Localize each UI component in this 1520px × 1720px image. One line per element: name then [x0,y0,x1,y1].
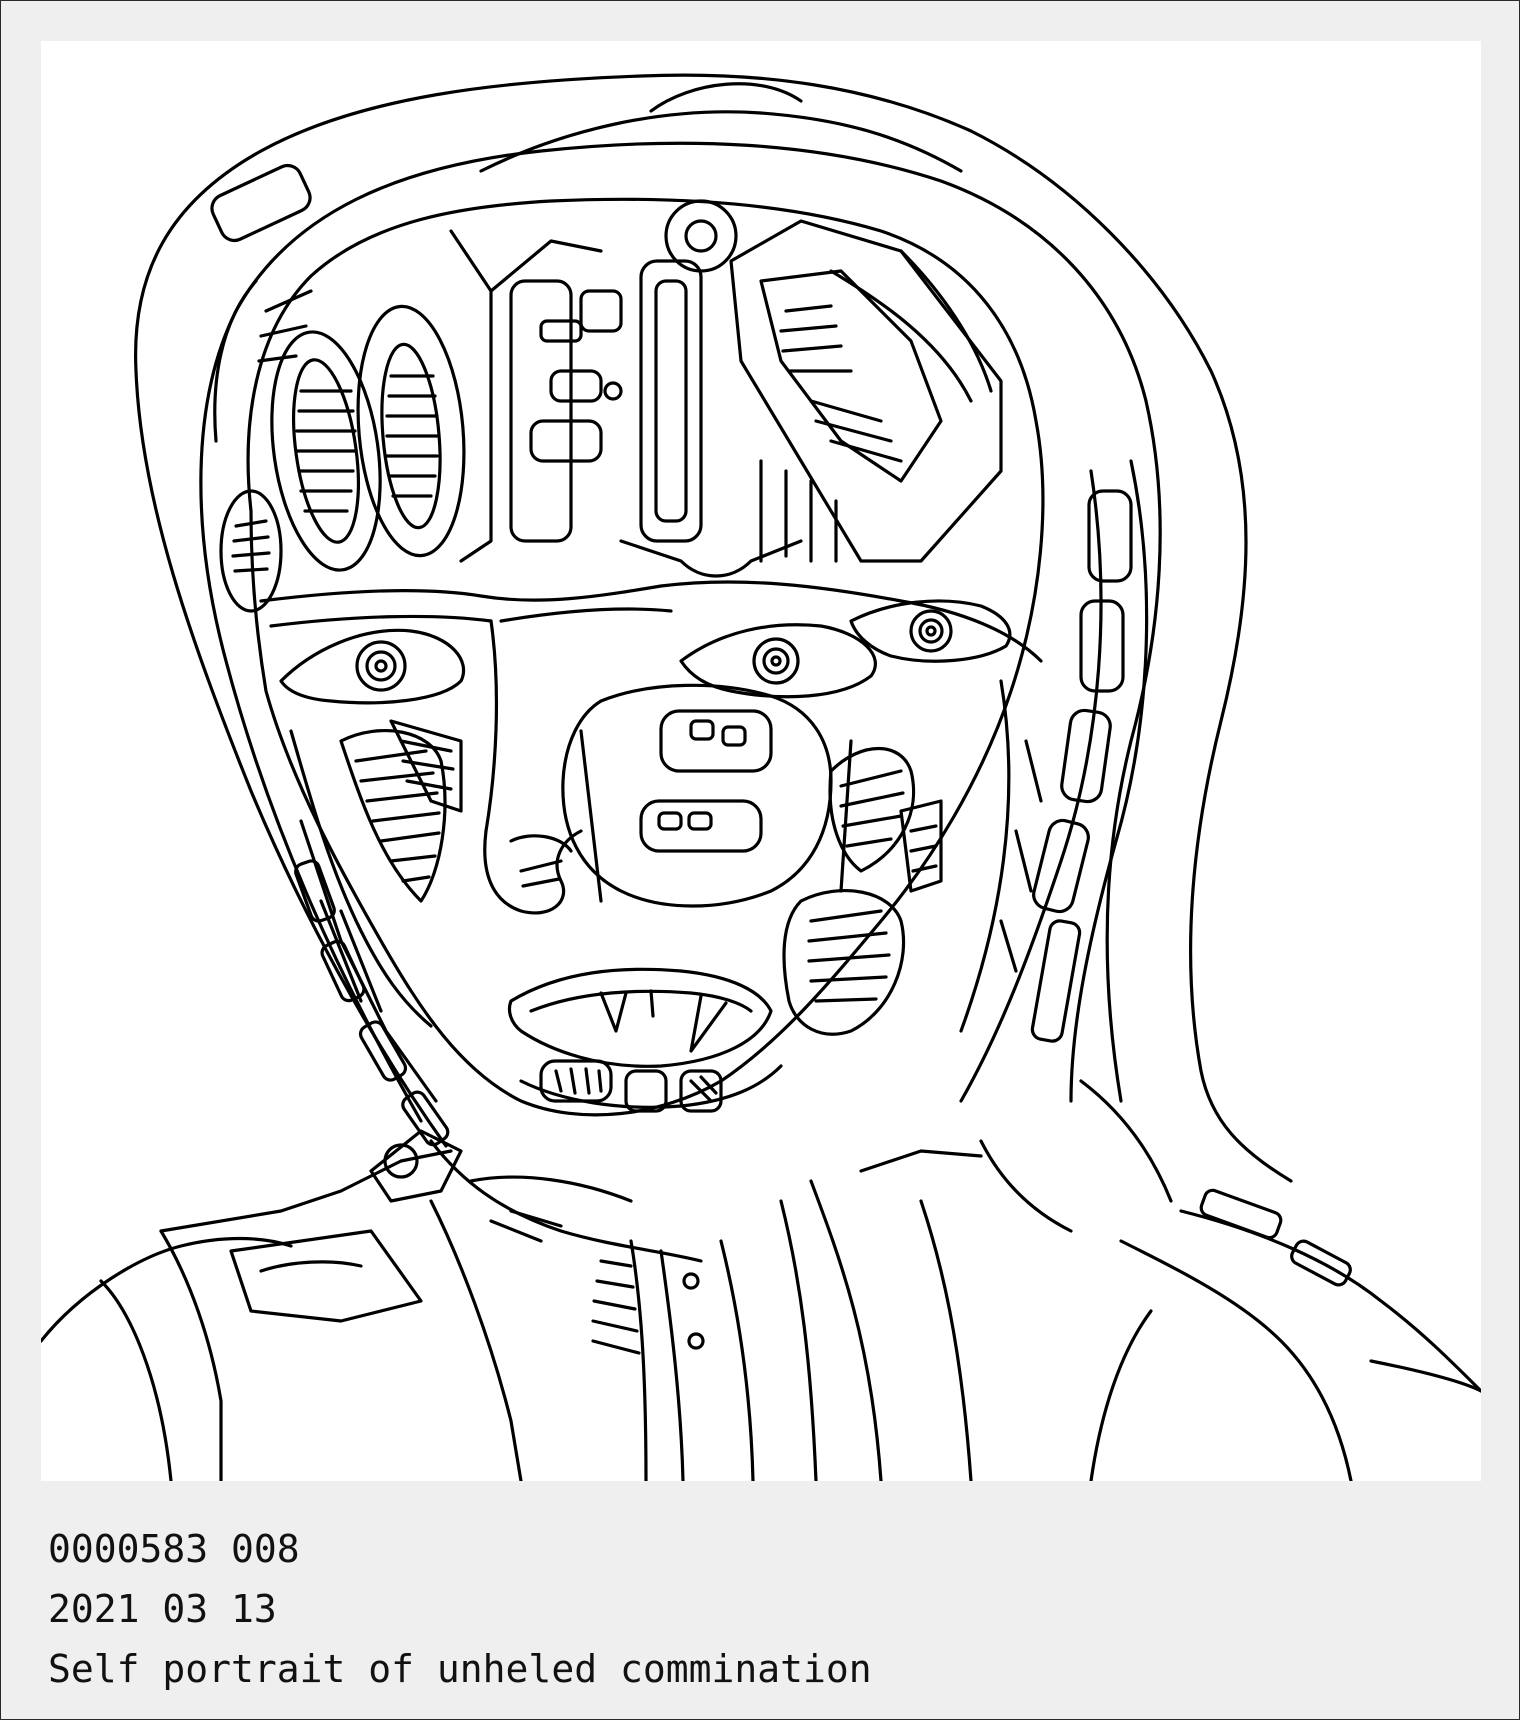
left-eye [279,628,466,705]
zipper [629,1239,648,1481]
hooded-figure-drawing [41,73,1481,1481]
artwork-title: Self portrait of unheled commination [48,1647,872,1691]
caption-block: 0000583 008 2021 03 13 Self portrait of … [48,1519,1468,1699]
left-shoulder [41,1236,293,1343]
catalog-number: 0000583 008 [48,1527,300,1571]
date-line: 2021 03 13 [48,1587,277,1631]
nose [483,619,583,915]
hood-outline [133,73,1293,1183]
mouth [507,967,773,1068]
right-eye [849,599,1012,663]
artwork-image [41,41,1481,1481]
right-shoulder [1179,1209,1481,1393]
face-plate [561,683,833,908]
center-eye [679,623,877,699]
face-outline [246,197,1045,1117]
